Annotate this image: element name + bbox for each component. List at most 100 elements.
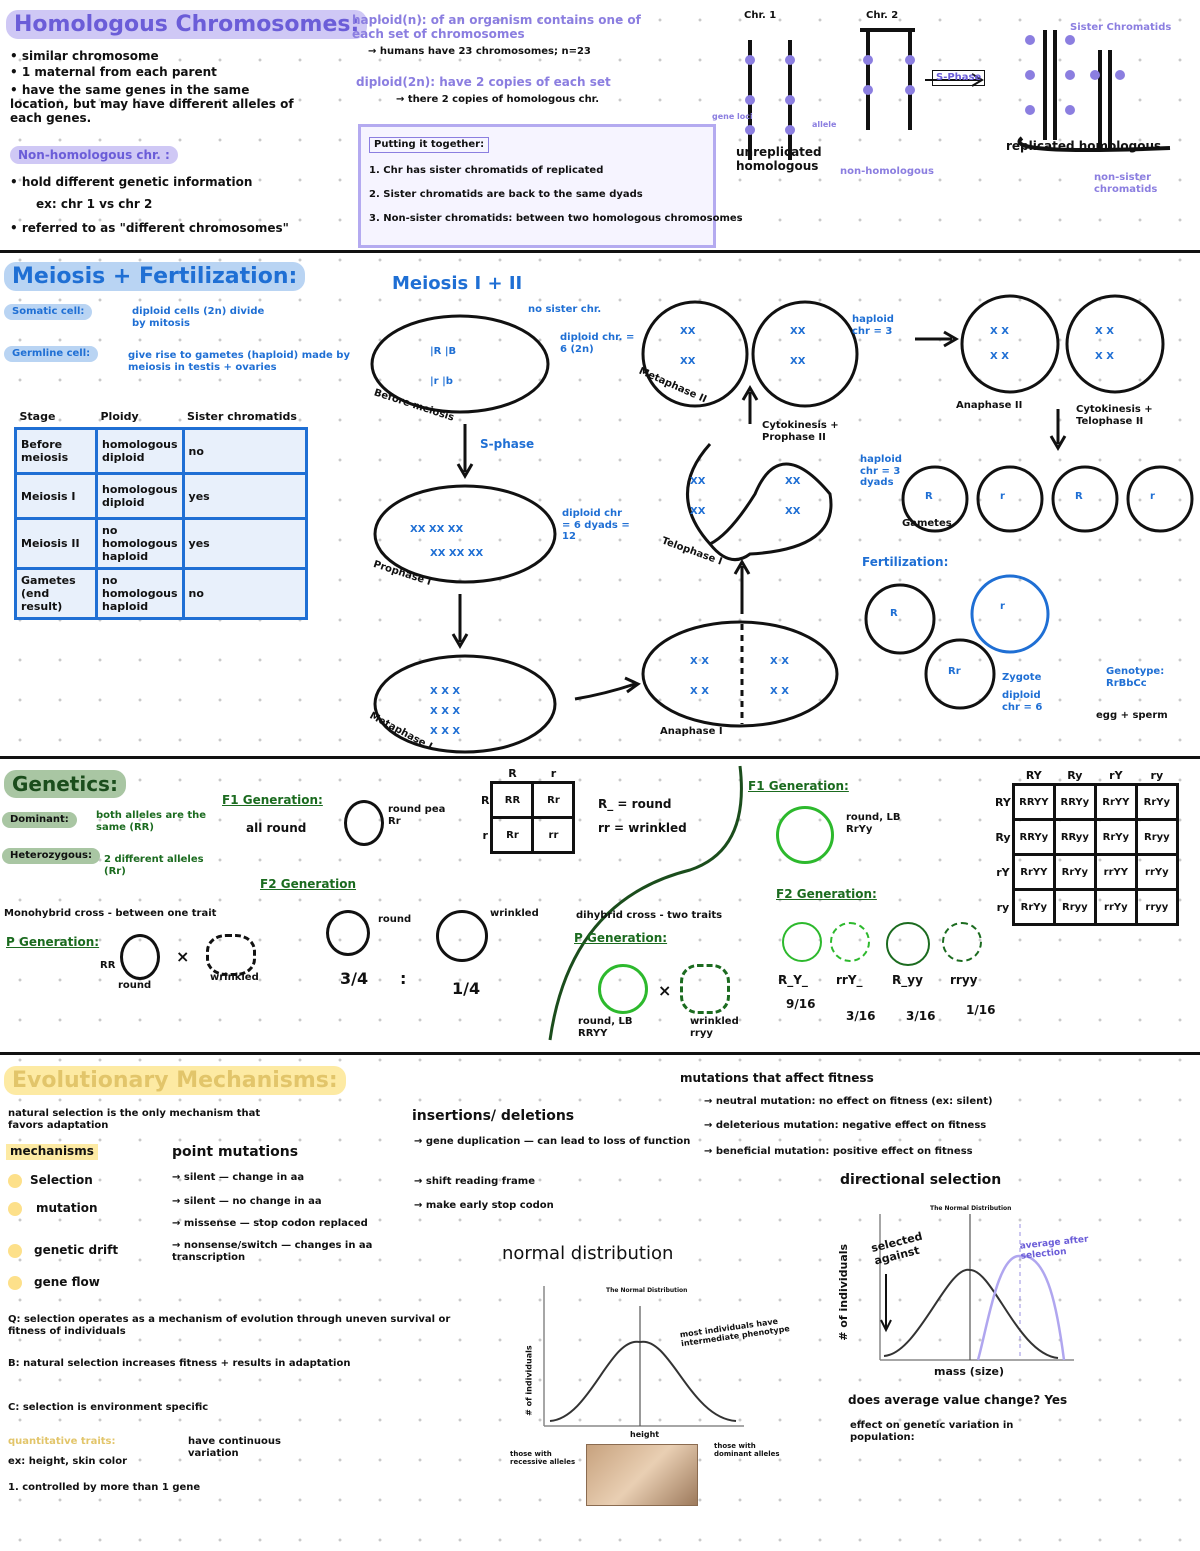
svg-text:XX: XX (680, 356, 696, 367)
f2-pea-round-yellow (782, 922, 822, 962)
grid-cell: Rryy (1134, 818, 1179, 856)
sister-chromatids-label: Sister Chromatids (1070, 22, 1172, 33)
homologous-bullet-1: • similar chromosome (10, 49, 159, 63)
grid-cell: RrYY (1093, 783, 1138, 821)
normal-curve (549, 1340, 737, 1422)
di-ratio-label-1: R_Y_ (778, 973, 808, 987)
haploid-definition: haploid(n): of an organism contains one … (352, 13, 641, 41)
di-ratio-label-2: rrY_ (836, 973, 863, 987)
svg-text:XX XX XX: XX XX XX (430, 548, 484, 559)
homologous-section: Homologous Chromosomes: • similar chromo… (0, 0, 1200, 250)
grid-cell: rrYy (1134, 853, 1179, 891)
dominant-label: Dominant: (2, 812, 77, 828)
svg-text:XX: XX (785, 476, 801, 487)
f2-ratio-wrinkled: 1/4 (452, 979, 481, 998)
grid-corner (994, 768, 1013, 785)
svg-text:X X: X X (770, 686, 789, 697)
punnett-cell: Rr (490, 816, 535, 854)
grid-cell: RRYY (1011, 783, 1056, 821)
f1-pea (344, 800, 384, 846)
mechanism-dot (8, 1202, 22, 1216)
normal-xlabel: height (630, 1430, 660, 1439)
svg-text:X X: X X (690, 656, 709, 667)
dominant-text: both alleles are the same (RR) (96, 810, 207, 833)
chr1-label: Chr. 1 (744, 10, 777, 21)
table-row: R RR Rr (480, 781, 576, 819)
meiosis-section: Meiosis + Fertilization: Somatic cell: d… (0, 254, 1200, 754)
replicated-label: replicated homologous (1006, 139, 1162, 153)
p-wrinkled-pea (206, 934, 256, 976)
table-cell: Before meiosis (14, 427, 98, 475)
table-cell: Meiosis I (14, 472, 98, 520)
normal-caption: The Normal Distribution (606, 1287, 688, 1294)
grid-cell: rrYy (1093, 888, 1138, 926)
di-f1-pea (776, 806, 834, 864)
mechanism-3: genetic drift (34, 1243, 119, 1257)
egg-sperm-label: egg + sperm (1096, 710, 1168, 721)
nonhomologous-bullet-2: ex: chr 1 vs chr 2 (36, 197, 153, 211)
punnett-row-header: r (482, 828, 488, 842)
diploid-note: → there 2 copies of homologous chr. (396, 94, 599, 105)
svg-text:X X X: X X X (430, 686, 460, 697)
key-wrinkled: rr = wrinkled (598, 821, 687, 835)
nonhomologous-bullet-3: • referred to as "different chromosomes" (10, 221, 289, 235)
grid-col-header: RY (1025, 769, 1042, 782)
table-cell: yes (181, 517, 308, 570)
table-row: r Rr rr (480, 816, 576, 854)
diploid-note-2: diploid chr = 6 dyads = 12 (562, 508, 630, 542)
di-ratio-label-3: R_yy (892, 973, 923, 987)
diploid-definition: diploid(2n): have 2 copies of each set (356, 75, 611, 89)
punnett-col-header: R (508, 767, 517, 780)
di-f2-label: F2 Generation: (776, 887, 877, 901)
nonhomologous-diagram-label: non-homologous (840, 166, 934, 177)
babies-photo (586, 1444, 698, 1506)
svg-text:X X: X X (770, 656, 789, 667)
grid-col-header: rY (1109, 769, 1123, 782)
table-cell: no homologous haploid (95, 517, 185, 570)
grid-cell: RRYy (1011, 818, 1056, 856)
mechanism-2: mutation (36, 1201, 98, 1215)
point-mutations-title: point mutations (172, 1144, 299, 1160)
directional-ylabel: # of individuals (837, 1243, 851, 1341)
grid-cell: RrYy (1011, 888, 1056, 926)
point-item-2: → silent — no change in aa (172, 1196, 322, 1207)
f2-wrinkled-pea (436, 910, 488, 962)
label-gametes: Gametes (902, 518, 952, 529)
mechanism-1: Selection (30, 1173, 93, 1187)
ins-item-3: → make early stop codon (414, 1200, 554, 1211)
table-row: Ry RRYy RRyy RrYy Rryy (994, 818, 1179, 856)
table-cell: no (181, 427, 308, 475)
svg-text:r: r (1150, 491, 1155, 502)
homologous-bullet-2: • 1 maternal from each parent (10, 65, 217, 79)
f2-pea-wrinkled-green (942, 922, 982, 962)
table-row: rY RrYY RrYy rrYY rrYy (994, 853, 1179, 891)
normal-left-note: those with recessive alleles (510, 1450, 576, 1467)
directional-question: does average value change? Yes (848, 1393, 1068, 1407)
point-item-4: → nonsense/switch — changes in aa transc… (172, 1240, 373, 1263)
chr2-label: Chr. 2 (866, 10, 899, 21)
ins-item-1: → gene duplication — can lead to loss of… (414, 1136, 691, 1147)
svg-text:XX: XX (690, 476, 706, 487)
svg-text:|r |b: |r |b (430, 376, 453, 387)
grid-cell: RRYy (1052, 783, 1097, 821)
table-header-ploidy: Ploidy (100, 410, 139, 423)
qa-2: B: natural selection increases fitness +… (8, 1358, 351, 1369)
di-p1-text: round, LB RRYY (578, 1016, 633, 1039)
gene-loci-label: gene loci (712, 112, 753, 121)
grid-row-header: ry (996, 900, 1010, 914)
punnett-cell: Rr (531, 781, 576, 819)
genetics-title: Genetics: (4, 770, 126, 798)
f2-pea-round-green (886, 922, 930, 966)
no-sister-note: no sister chr. (528, 304, 602, 315)
punnett-cell: RR (490, 781, 535, 819)
mechanism-dot (8, 1174, 22, 1188)
mut-item-2: → deleterious mutation: negative effect … (704, 1120, 987, 1131)
directional-question-2: effect on genetic variation in populatio… (850, 1420, 1014, 1443)
grid-cell: rrYY (1093, 853, 1138, 891)
qa-1: Q: selection operates as a mechanism of … (8, 1314, 451, 1337)
table-cell: homologous diploid (95, 472, 185, 520)
haploid-chr-note: haploid chr = 3 (852, 314, 894, 337)
svg-text:X X: X X (990, 351, 1009, 362)
f2-pea-wrinkled-yellow (830, 922, 870, 962)
di-p-pea-1 (598, 964, 648, 1014)
